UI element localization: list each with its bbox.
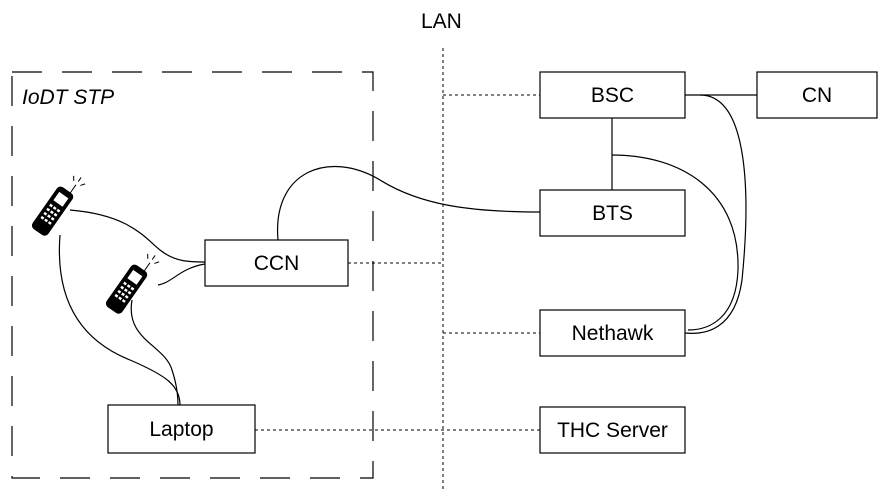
stp-label: IoDT STP [22,86,114,109]
node-bts-label: BTS [592,202,633,225]
node-bsc-label: BSC [591,84,634,107]
wire-phone1-laptop [58,234,181,406]
wire-phone2-laptop [130,299,179,406]
node-nethawk [539,309,686,357]
node-thc-server-label: THC Server [557,419,668,442]
stp-boundary [11,71,374,479]
node-bts [539,189,686,237]
mobile-phone-icon [105,253,160,314]
wire-phone1-ccn [69,209,206,263]
node-cn-label: CN [802,84,832,107]
mobile-phone-icon [31,175,86,236]
node-bsc [539,71,686,119]
wire-ccn-bts [277,165,541,241]
wire-bts-nethawk [611,154,739,331]
node-laptop-label: Laptop [149,418,213,441]
node-nethawk-label: Nethawk [572,322,654,345]
node-laptop [107,404,256,454]
node-thc-server [539,406,686,454]
lan-label: LAN [421,10,462,33]
node-ccn-label: CCN [254,252,300,275]
wire-bsc-nethawk [684,94,747,334]
node-cn [756,71,878,119]
wire-phone2-ccn [157,263,206,286]
node-ccn [204,239,349,287]
